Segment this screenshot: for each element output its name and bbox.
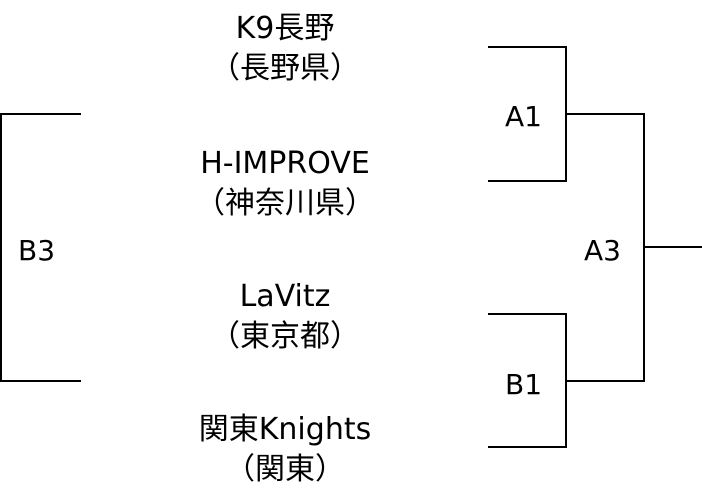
team-entry: K9長野 （長野県） <box>150 9 420 89</box>
match-label-a3: A3 <box>584 234 621 267</box>
team-name: LaVitz <box>239 279 331 314</box>
team-entry: LaVitz （東京都） <box>150 277 420 357</box>
team-region: （関東） <box>225 452 345 487</box>
team-name: K9長野 <box>235 11 335 46</box>
team-region: （神奈川県） <box>195 186 375 221</box>
match-label-b1: B1 <box>505 368 543 401</box>
team-name: 関東Knights <box>198 412 372 447</box>
team-region: （東京都） <box>210 319 360 354</box>
team-entry: 関東Knights （関東） <box>150 410 420 490</box>
match-label-b3: B3 <box>18 234 56 267</box>
team-name: H-IMPROVE <box>200 146 370 181</box>
bracket-b3 <box>0 113 81 382</box>
match-label-a1: A1 <box>505 100 542 133</box>
team-region: （長野県） <box>210 51 360 86</box>
team-entry: H-IMPROVE （神奈川県） <box>150 144 420 224</box>
